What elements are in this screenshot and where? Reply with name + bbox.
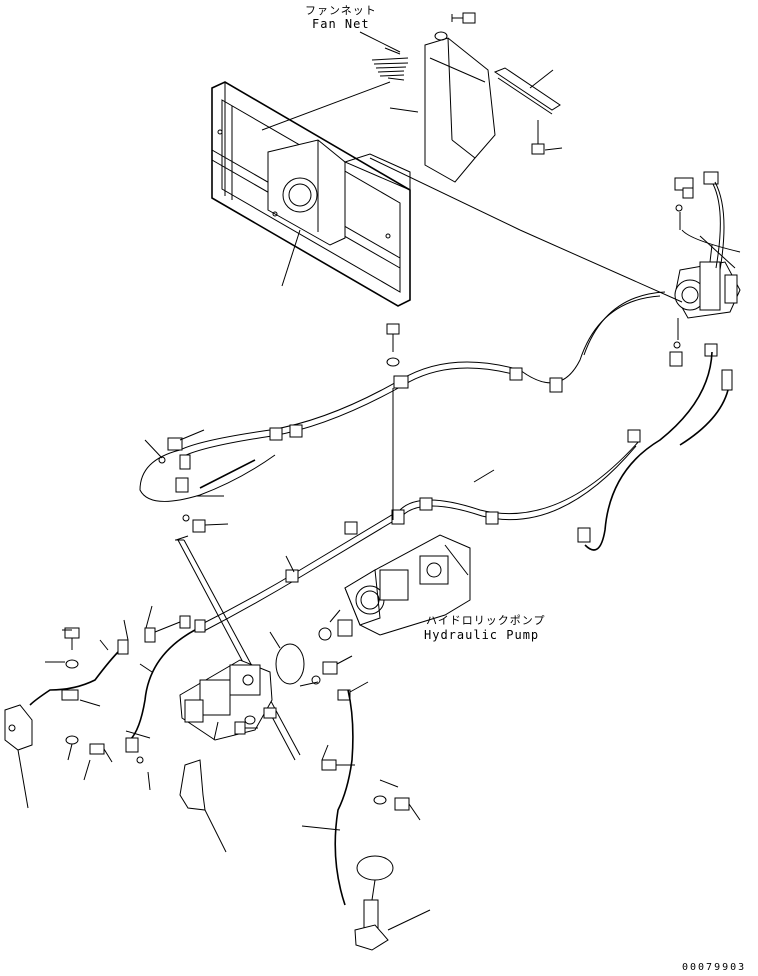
fan-net-label-jp: ファンネット xyxy=(305,4,377,17)
fan-net-mesh xyxy=(261,47,409,131)
fan-net-frame xyxy=(211,81,411,307)
hydraulic-pump-label-en: Hydraulic Pump xyxy=(424,628,540,642)
fitting-pump xyxy=(311,655,369,701)
drawing-code: 00079903 xyxy=(682,962,747,973)
leader-lines xyxy=(45,31,495,831)
pipe xyxy=(175,459,301,761)
valve-block-left xyxy=(4,704,33,809)
elbow-fitting-lower xyxy=(669,318,733,391)
gear-pump xyxy=(179,659,273,741)
bolt-top xyxy=(434,12,476,41)
bolt-pump xyxy=(234,707,277,735)
elbow-fitting xyxy=(674,171,725,271)
clamp xyxy=(175,367,641,633)
hydraulic-pump-label-jp: ハイドロリックポンプ xyxy=(426,614,546,627)
coupling xyxy=(275,609,353,685)
fitting-left-top xyxy=(144,429,229,533)
fan-net-cover xyxy=(389,37,496,183)
bolt-center xyxy=(386,323,400,520)
fan-net-label-en: Fan Net xyxy=(312,17,370,31)
accumulator xyxy=(321,689,431,951)
control-valve xyxy=(369,157,741,319)
hydraulic-pump xyxy=(344,534,471,636)
bracket xyxy=(493,67,563,155)
bracket-lower xyxy=(179,759,227,853)
left-fittings xyxy=(29,615,191,764)
